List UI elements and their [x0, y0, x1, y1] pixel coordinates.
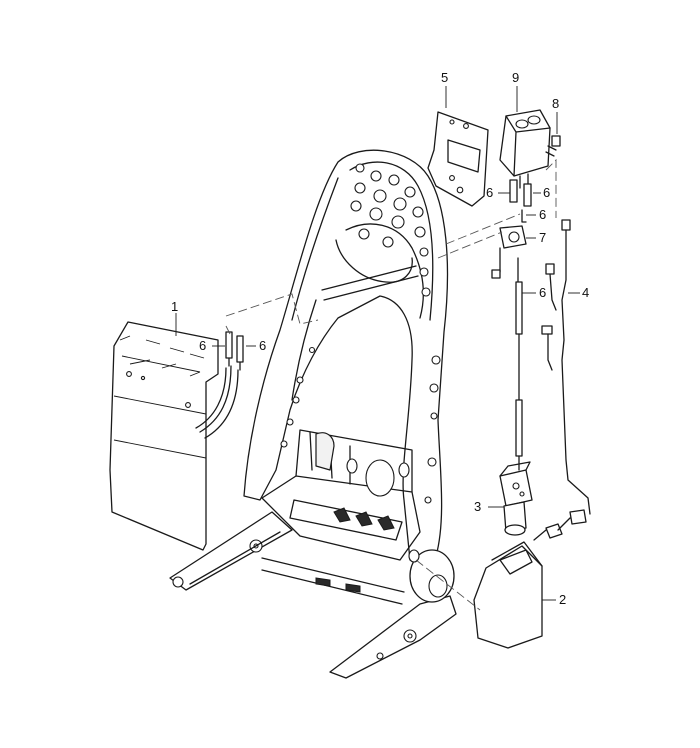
callout-8: 8 [552, 96, 559, 111]
callout-labels: 1 6 6 5 9 8 6 6 6 7 6 4 3 2 [171, 70, 589, 607]
callout-9: 9 [512, 70, 519, 85]
mounting-bracket [427, 111, 489, 207]
callout-5: 5 [441, 70, 448, 85]
leader-lines [175, 86, 580, 601]
callout-1: 1 [171, 299, 178, 314]
callout-6-upper-b: 6 [543, 185, 550, 200]
seat-backrest-frame [169, 149, 457, 679]
adjustment-motor [499, 461, 533, 536]
cable-connector [491, 225, 527, 279]
wiring-harness [533, 219, 591, 541]
callout-6-lower: 6 [539, 285, 546, 300]
assembly-guide-lines [225, 158, 557, 611]
screw [545, 135, 561, 157]
callout-6-left-a: 6 [199, 338, 206, 353]
side-cover [473, 541, 543, 649]
callout-3: 3 [474, 499, 481, 514]
callout-6-upper-a: 6 [486, 185, 493, 200]
backrest-panel [109, 321, 219, 551]
callout-7: 7 [539, 230, 546, 245]
callout-2: 2 [559, 592, 566, 607]
connecting-rods-left [195, 331, 244, 439]
callout-6-mid: 6 [539, 207, 546, 222]
callout-4: 4 [582, 285, 589, 300]
connecting-rods-right [509, 179, 532, 471]
control-module [499, 109, 551, 189]
callout-6-left-b: 6 [259, 338, 266, 353]
